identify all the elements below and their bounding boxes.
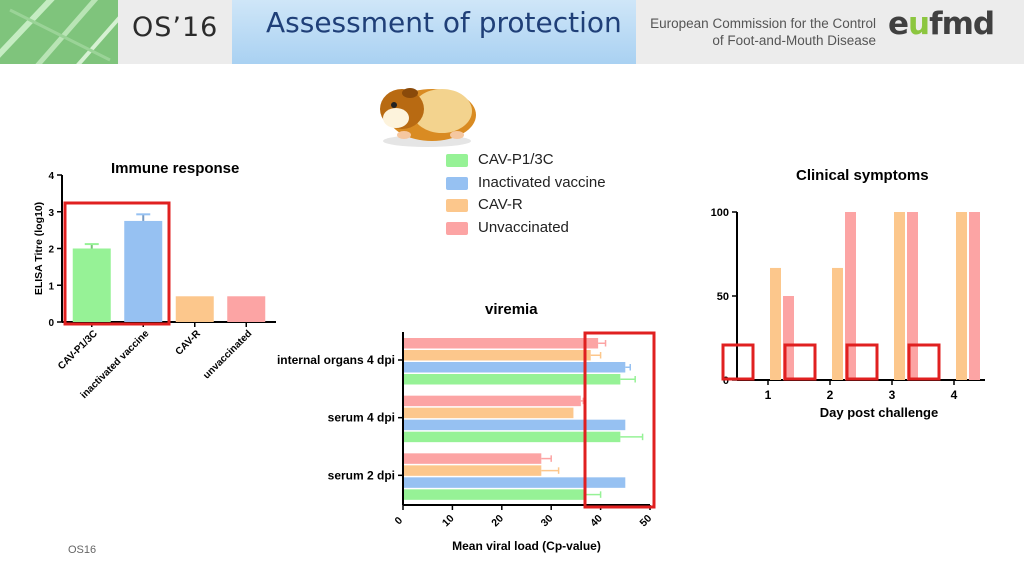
viremia-bar bbox=[404, 407, 574, 419]
viremia-bar bbox=[404, 465, 542, 476]
immune-bar bbox=[72, 248, 111, 322]
clinical-bar bbox=[894, 212, 905, 380]
viremia-x-tick-label: 50 bbox=[638, 512, 655, 529]
header-stripes-decoration bbox=[0, 0, 118, 64]
clinical-highlight-box bbox=[907, 343, 941, 381]
immune-response-title: Immune response bbox=[111, 160, 240, 177]
clinical-highlight-box bbox=[845, 343, 879, 381]
title-banner: Assessment of protection bbox=[232, 0, 636, 64]
slide-header: OS’16 Assessment of protection European … bbox=[0, 0, 1024, 64]
clinical-symptoms-title: Clinical symptoms bbox=[796, 167, 929, 184]
viremia-bar bbox=[404, 395, 581, 407]
viremia-y-tick-label: serum 4 dpi bbox=[328, 411, 395, 425]
viremia-bar bbox=[404, 489, 586, 500]
viremia-x-tick-label: 0 bbox=[393, 514, 406, 527]
os16-logo: OS’16 bbox=[118, 0, 232, 64]
legend-swatch bbox=[446, 154, 468, 167]
clinical-bar bbox=[770, 267, 781, 380]
immune-y-tick-label: 4 bbox=[48, 171, 54, 182]
org-name: European Commission for the Control of F… bbox=[650, 15, 876, 49]
clinical-x-axis-label: Day post challenge bbox=[820, 405, 938, 420]
legend-item: Unvaccinated bbox=[446, 219, 666, 242]
org-name-line2: of Foot-and-Mouth Disease bbox=[712, 33, 876, 48]
viremia-bar bbox=[404, 419, 626, 431]
legend-swatch bbox=[446, 221, 468, 235]
os16-logo-text: OS’16 bbox=[132, 12, 219, 43]
immune-bar bbox=[227, 296, 266, 322]
viremia-bar bbox=[404, 453, 542, 464]
legend-swatch bbox=[446, 176, 468, 190]
immune-x-tick-label: unvaccinated bbox=[201, 328, 254, 381]
viremia-x-tick-label: 10 bbox=[440, 512, 457, 529]
clinical-bar bbox=[907, 212, 918, 380]
legend-label: CAV-P1/3C bbox=[478, 151, 554, 168]
org-banner: European Commission for the Control of F… bbox=[636, 0, 1024, 64]
immune-y-axis-label: ELISA Titre (log10) bbox=[33, 202, 45, 295]
immune-bar bbox=[175, 296, 214, 322]
clinical-x-tick-label: 2 bbox=[827, 388, 834, 402]
immune-y-tick-label: 2 bbox=[48, 245, 54, 256]
viremia-x-tick-label: 30 bbox=[539, 512, 556, 529]
clinical-highlight-box bbox=[783, 343, 817, 381]
viremia-y-tick-label: serum 2 dpi bbox=[328, 468, 395, 482]
viremia-highlight-box bbox=[583, 331, 656, 509]
legend-item: CAV-P1/3C bbox=[446, 151, 666, 174]
legend-label: Unvaccinated bbox=[478, 218, 569, 236]
legend-item: CAV-R bbox=[446, 196, 666, 219]
immune-y-tick-label: 0 bbox=[48, 318, 54, 329]
viremia-x-tick-label: 20 bbox=[489, 512, 506, 529]
immune-y-tick-label: 1 bbox=[48, 281, 54, 292]
immune-y-tick-label: 3 bbox=[48, 208, 54, 219]
viremia-bar bbox=[404, 374, 621, 385]
org-name-line1: European Commission for the Control bbox=[650, 16, 876, 31]
eufmd-logo: eufmd bbox=[888, 6, 995, 42]
legend-label: CAV-R bbox=[478, 196, 523, 213]
clinical-x-tick-label: 3 bbox=[889, 388, 896, 402]
stripes-graphic bbox=[0, 0, 118, 64]
slide-footer: OS16 bbox=[68, 544, 97, 556]
clinical-x-tick-label: 1 bbox=[765, 388, 772, 402]
clinical-bar bbox=[783, 296, 794, 380]
immune-bar bbox=[124, 220, 163, 322]
immune-highlight-box bbox=[63, 201, 171, 326]
clinical-y-tick-label: 0 bbox=[723, 375, 729, 387]
legend-swatch bbox=[446, 199, 468, 212]
viremia-bar bbox=[404, 362, 626, 373]
immune-x-tick-label: CAV-P1/3C bbox=[56, 328, 100, 372]
page-title: Assessment of protection bbox=[266, 6, 622, 39]
legend-label: Inactivated vaccine bbox=[478, 173, 606, 191]
viremia-x-axis-label: Mean viral load (Cp-value) bbox=[452, 539, 601, 553]
clinical-bar bbox=[845, 212, 856, 380]
clinical-x-tick-label: 4 bbox=[951, 388, 958, 402]
viremia-x-tick-label: 40 bbox=[588, 512, 605, 529]
viremia-y-tick-label: internal organs 4 dpi bbox=[277, 353, 395, 367]
viremia-bar bbox=[404, 431, 621, 443]
clinical-bar bbox=[956, 212, 967, 380]
viremia-title: viremia bbox=[485, 301, 538, 318]
viremia-bar bbox=[404, 350, 591, 361]
clinical-y-tick-label: 100 bbox=[711, 207, 729, 219]
clinical-highlight-box bbox=[721, 343, 755, 381]
viremia-bar bbox=[404, 338, 599, 349]
viremia-bar bbox=[404, 477, 626, 488]
legend-item: Inactivated vaccine bbox=[446, 174, 666, 197]
guinea-pig-illustration bbox=[380, 88, 476, 147]
clinical-y-tick-label: 50 bbox=[717, 291, 729, 303]
immune-x-tick-label: CAV-R bbox=[174, 328, 204, 358]
clinical-bar bbox=[832, 267, 843, 380]
clinical-bar bbox=[969, 212, 980, 380]
eufmd-logo-dot: u bbox=[908, 6, 930, 42]
